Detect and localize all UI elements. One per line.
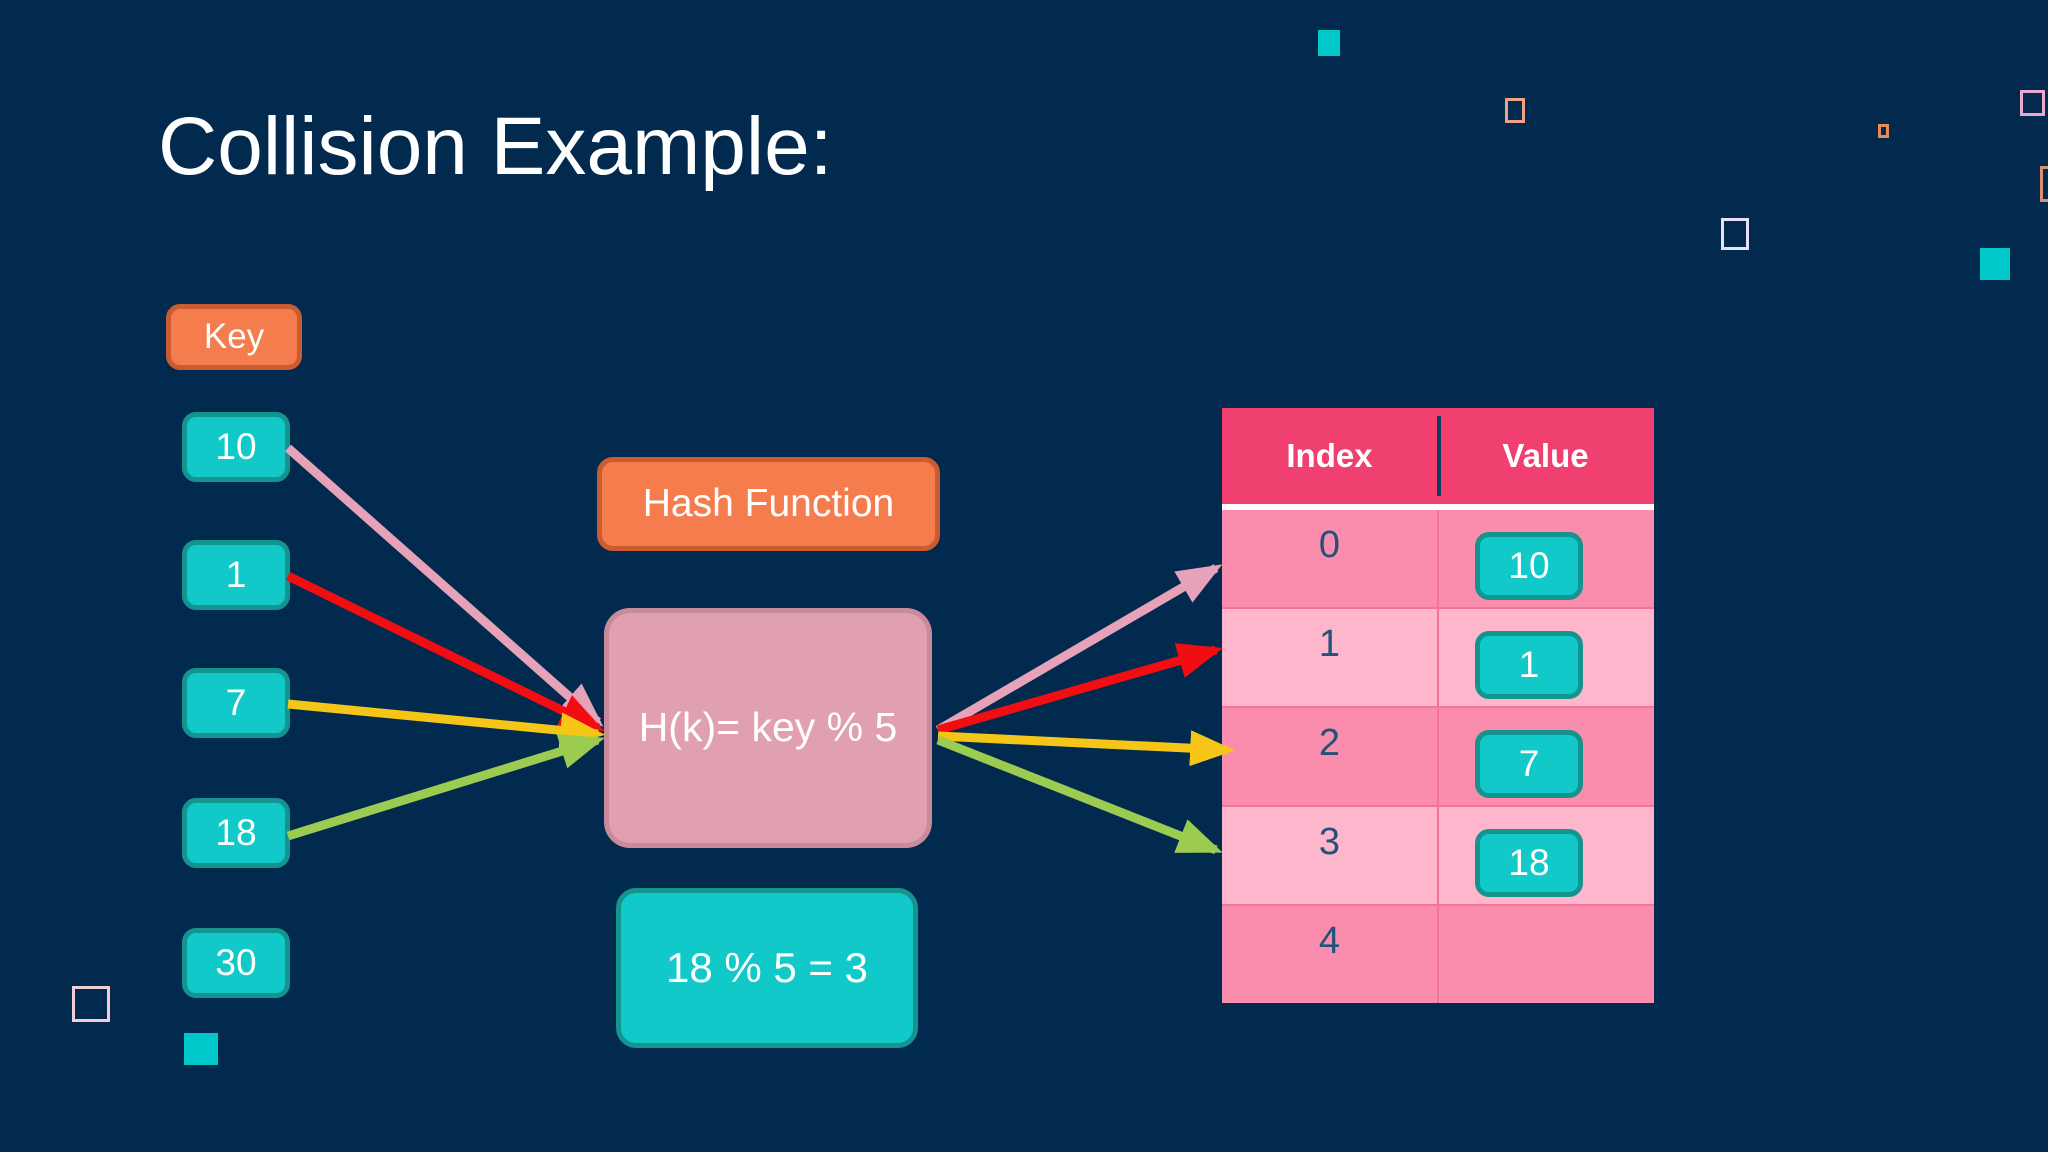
cell-value: 1 [1437,609,1654,706]
table-row[interactable]: 2 7 [1222,708,1654,807]
table-row[interactable]: 4 [1222,906,1654,1003]
deco-square-salmon-outline [1505,98,1525,123]
key-chip-10[interactable]: 10 [182,412,290,482]
deco-square-teal-bottom [184,1033,218,1065]
column-header-value: Value [1502,437,1589,474]
hash-function-formula-box: H(k)= key % 5 [604,608,932,848]
key-chip-1[interactable]: 1 [182,540,290,610]
cell-value [1437,906,1654,1003]
value-chip-18: 18 [1475,829,1583,897]
arrow-hash-to-index-2 [937,730,1236,767]
hash-table: Index Value 0 10 1 1 2 7 3 18 [1222,408,1654,1003]
table-row[interactable]: 0 10 [1222,510,1654,609]
cell-index: 4 [1318,920,1341,962]
page-title: Collision Example: [158,101,833,192]
arrow-hash-to-index-3 [936,735,1223,855]
hash-function-label: Hash Function [597,457,940,551]
deco-square-teal-top [1318,30,1340,56]
arrow-hash-to-index-1 [936,643,1223,735]
hash-result-box: 18 % 5 = 3 [616,888,918,1048]
value-chip-7: 7 [1475,730,1583,798]
cell-index: 3 [1318,821,1341,863]
arrow-key-7-to-hash [287,699,606,749]
cell-index: 2 [1318,722,1341,764]
value-chip-10: 10 [1475,532,1583,600]
key-column-header: Key [166,304,302,370]
deco-square-teal-right [1980,248,2010,280]
deco-square-pink-right [2020,90,2045,116]
column-header-index: Index [1286,437,1373,474]
value-chip-1: 1 [1475,631,1583,699]
cell-index: 0 [1318,524,1341,566]
cell-index: 1 [1318,623,1341,665]
header-underline [1222,504,1654,510]
deco-square-pink-bottomleft [72,986,110,1022]
cell-value: 18 [1437,807,1654,904]
deco-square-white-outline [1721,218,1749,250]
cell-value: 7 [1437,708,1654,805]
arrow-hash-to-index-0 [935,564,1223,734]
key-chip-7[interactable]: 7 [182,668,290,738]
header-column-divider [1437,416,1441,496]
key-chip-18[interactable]: 18 [182,798,290,868]
deco-square-small-orange [1878,124,1889,138]
table-row[interactable]: 3 18 [1222,807,1654,906]
deco-square-orange-edge [2040,166,2048,202]
arrow-key-18-to-hash [286,733,605,841]
table-row[interactable]: 1 1 [1222,609,1654,708]
cell-value: 10 [1437,510,1654,607]
hash-table-header-row: Index Value [1222,408,1654,504]
arrow-key-1-to-hash [286,571,605,733]
arrow-key-10-to-hash [285,444,604,727]
key-chip-30[interactable]: 30 [182,928,290,998]
